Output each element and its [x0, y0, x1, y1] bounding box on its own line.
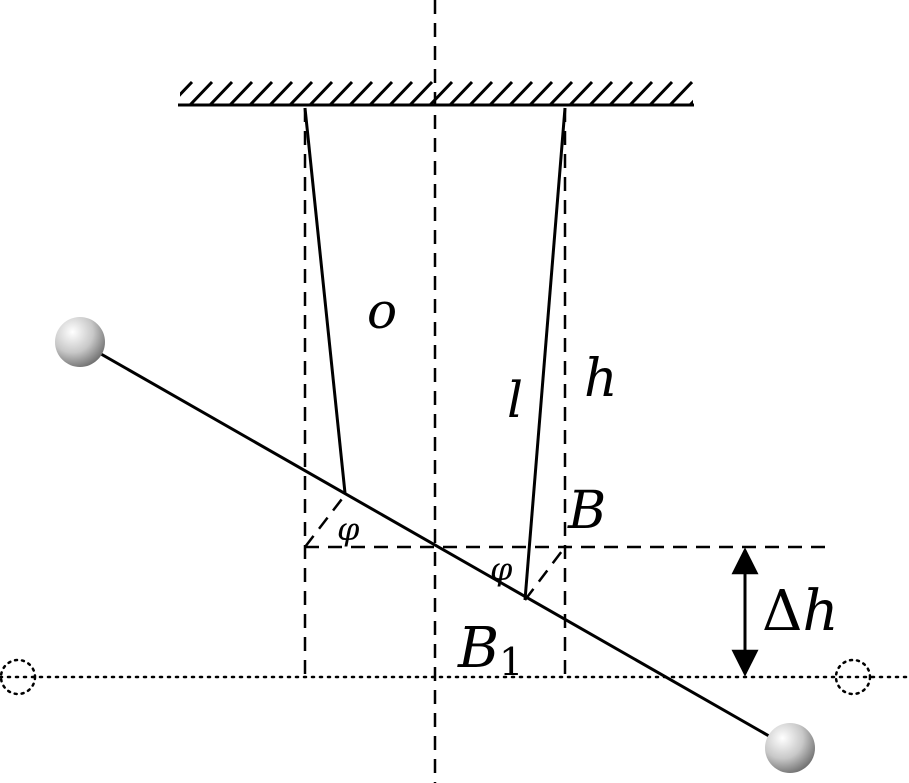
label-l: l — [507, 371, 523, 429]
right-ghost-ball — [834, 658, 872, 696]
suspension-strings — [303, 107, 567, 601]
left-string — [303, 107, 347, 494]
ceiling-hatch-mark — [568, 80, 594, 105]
ceiling-hatch-mark — [180, 80, 194, 97]
ceiling-hatch-mark — [248, 80, 274, 105]
ceiling-hatch-mark — [608, 80, 634, 105]
ceiling-hatch-mark — [508, 80, 534, 105]
left-ghost-ball — [0, 658, 37, 696]
ceiling-hatch-mark — [488, 80, 514, 105]
phi-marker-right-dashed — [524, 546, 566, 601]
label-phi-right: φ — [490, 550, 513, 588]
dotted-baseline — [0, 658, 909, 696]
label-phi-left: φ — [337, 510, 360, 548]
ceiling-hatch-mark — [348, 80, 374, 105]
ceiling-hatch-mark — [368, 80, 394, 105]
ceiling-hatch-mark — [688, 99, 693, 105]
ceiling-hatch-mark — [208, 80, 234, 105]
ceiling-hatch-mark — [468, 80, 494, 105]
right-ball — [765, 723, 815, 773]
ceiling-hatch-mark — [668, 80, 693, 105]
ceiling-hatch-mark — [588, 80, 614, 105]
ceiling-hatch-mark — [648, 80, 674, 105]
ceiling-hatch-mark — [388, 80, 414, 105]
phi-marker-left-dashed — [304, 494, 346, 548]
ceiling-support — [178, 80, 732, 107]
label-delta-h: Δh — [762, 579, 839, 644]
ceiling-hatch-mark — [428, 80, 454, 105]
ceiling-hatch-mark — [528, 80, 554, 105]
dashed-guides — [303, 0, 832, 783]
ceiling-hatch-mark — [228, 80, 254, 105]
ceiling-hatch-mark — [288, 80, 314, 105]
ceiling-hatch-mark — [268, 80, 294, 105]
ceiling-hatch-mark — [448, 80, 474, 105]
ceiling-hatch-mark — [308, 80, 334, 105]
ceiling-hatch-mark — [548, 80, 574, 105]
ceiling-hatch-mark — [408, 80, 434, 105]
label-o: o — [367, 282, 397, 340]
ceiling-hatch-mark — [188, 80, 214, 105]
ceiling-hatch-mark — [328, 80, 354, 105]
label-B: B — [567, 481, 606, 541]
label-h: h — [584, 349, 618, 409]
left-ball — [55, 317, 105, 367]
right-string — [523, 107, 567, 601]
rotated-rod — [79, 340, 791, 750]
ceiling-hatch-mark — [628, 80, 654, 105]
ceiling-hatch-mark — [710, 82, 732, 105]
label-B1: B1 — [457, 616, 523, 684]
